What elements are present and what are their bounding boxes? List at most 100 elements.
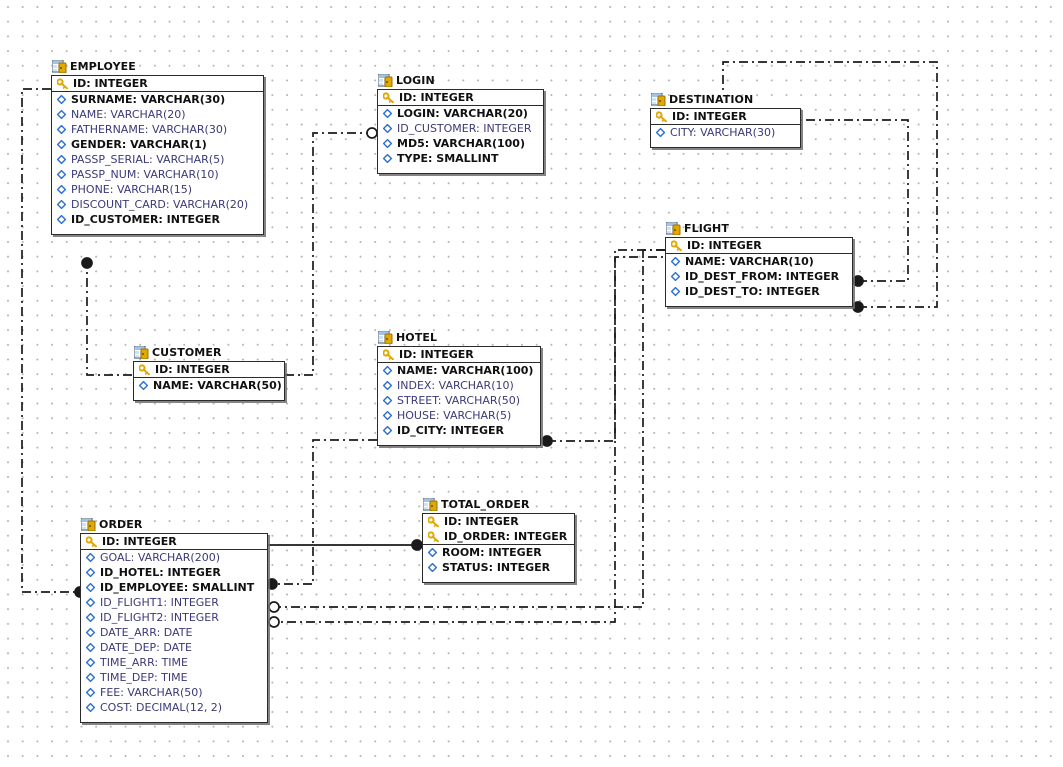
attribute-row[interactable]: GENDER: VARCHAR(1) — [52, 137, 263, 152]
attribute-group: NAME: VARCHAR(50) — [134, 378, 284, 400]
key-icon — [656, 111, 667, 122]
attribute-row[interactable]: NAME: VARCHAR(10) — [666, 254, 852, 269]
attribute-label: ID_ORDER: INTEGER — [444, 530, 568, 543]
diamond-icon — [383, 139, 392, 148]
attribute-group: NAME: VARCHAR(100) INDEX: VARCHAR(10)STRE… — [378, 363, 540, 445]
attribute-row[interactable]: NAME: VARCHAR(20) — [52, 107, 263, 122]
attribute-row[interactable]: PHONE: VARCHAR(15) — [52, 182, 263, 197]
attribute-label: ID_DEST_FROM: INTEGER — [685, 270, 840, 283]
attribute-row[interactable]: LOGIN: VARCHAR(20) — [378, 106, 543, 121]
attribute-row[interactable]: FEE: VARCHAR(50) — [81, 685, 267, 700]
attribute-row[interactable]: NAME: VARCHAR(100) — [378, 363, 540, 378]
primary-key-row[interactable]: ID: INTEGER — [52, 76, 263, 91]
primary-key-row[interactable]: ID: INTEGER — [423, 514, 574, 529]
attribute-label: ID: INTEGER — [444, 515, 519, 528]
relationship-employee-to-customer[interactable] — [86, 259, 133, 376]
relationship-hotel-id-city-to-destination[interactable] — [547, 256, 665, 442]
table-icon — [134, 346, 149, 359]
attribute-label: ID: INTEGER — [102, 535, 177, 548]
diamond-icon — [428, 548, 437, 557]
primary-key-row[interactable]: ID: INTEGER — [134, 362, 284, 377]
relationship-hotel-to-order-id-hotel[interactable] — [268, 439, 377, 585]
attribute-label: NAME: VARCHAR(20) — [71, 108, 186, 121]
attribute-row[interactable]: STATUS: INTEGER — [423, 560, 574, 575]
attribute-row[interactable]: TIME_DEP: TIME — [81, 670, 267, 685]
primary-key-row[interactable]: ID: INTEGER — [81, 534, 267, 549]
diamond-icon — [671, 272, 680, 281]
attribute-row[interactable]: FATHERNAME: VARCHAR(30) — [52, 122, 263, 137]
attribute-row[interactable]: PASSP_SERIAL: VARCHAR(5) — [52, 152, 263, 167]
primary-key-row[interactable]: ID: INTEGER — [666, 238, 852, 253]
attribute-row[interactable]: TIME_ARR: TIME — [81, 655, 267, 670]
attribute-row[interactable]: CITY: VARCHAR(30) — [651, 125, 800, 140]
attribute-row[interactable]: PASSP_NUM: VARCHAR(10) — [52, 167, 263, 182]
attribute-label: MD5: VARCHAR(100) — [397, 137, 525, 150]
attribute-row[interactable]: ID_CITY: INTEGER — [378, 423, 540, 438]
endpoint-optional-marker — [268, 601, 280, 613]
attribute-label: INDEX: VARCHAR(10) — [397, 379, 514, 392]
diamond-icon — [86, 553, 95, 562]
attribute-row[interactable]: DISCOUNT_CARD: VARCHAR(20) — [52, 197, 263, 212]
relationship-customer-to-login-id-customer[interactable] — [285, 132, 372, 376]
attribute-label: TYPE: SMALLINT — [397, 152, 499, 165]
attribute-row[interactable]: MD5: VARCHAR(100) — [378, 136, 543, 151]
attribute-label: GENDER: VARCHAR(1) — [71, 138, 207, 151]
key-icon — [139, 364, 150, 375]
entity-header: DESTINATION — [650, 92, 801, 107]
attribute-row[interactable]: INDEX: VARCHAR(10) — [378, 378, 540, 393]
attribute-row[interactable]: ROOM: INTEGER — [423, 545, 574, 560]
diamond-icon — [86, 568, 95, 577]
attribute-row[interactable]: ID_HOTEL: INTEGER — [81, 565, 267, 580]
entity-header: ORDER — [80, 517, 268, 532]
attribute-row[interactable]: DATE_DEP: DATE — [81, 640, 267, 655]
attribute-row[interactable]: ID_DEST_FROM: INTEGER — [666, 269, 852, 284]
attribute-row[interactable]: GOAL: VARCHAR(200) — [81, 550, 267, 565]
attribute-row[interactable]: ID_FLIGHT1: INTEGER — [81, 595, 267, 610]
attribute-row[interactable]: NAME: VARCHAR(50) — [134, 378, 284, 393]
attribute-row[interactable]: STREET: VARCHAR(50) — [378, 393, 540, 408]
attribute-row[interactable]: ID_EMPLOYEE: SMALLINT — [81, 580, 267, 595]
attribute-row[interactable]: SURNAME: VARCHAR(30) — [52, 92, 263, 107]
attribute-row[interactable]: ID_FLIGHT2: INTEGER — [81, 610, 267, 625]
attribute-row[interactable]: ID_DEST_TO: INTEGER — [666, 284, 852, 299]
endpoint-mandatory-marker — [266, 578, 278, 590]
attribute-row[interactable]: ID_CUSTOMER: INTEGER — [378, 121, 543, 136]
primary-key-row[interactable]: ID: INTEGER — [651, 109, 800, 124]
endpoint-optional-marker — [268, 616, 280, 628]
attribute-row[interactable]: DATE_ARR: DATE — [81, 625, 267, 640]
attribute-row[interactable]: HOUSE: VARCHAR(5) — [378, 408, 540, 423]
attribute-label: NAME: VARCHAR(100) — [397, 364, 534, 377]
attribute-row[interactable]: COST: DECIMAL(12, 2) — [81, 700, 267, 715]
entity-footer-spacer — [378, 166, 543, 173]
primary-key-row[interactable]: ID: INTEGER — [378, 90, 543, 105]
primary-key-row[interactable]: ID_ORDER: INTEGER — [423, 529, 574, 544]
entity-name: DESTINATION — [669, 92, 754, 106]
entity-name: TOTAL_ORDER — [441, 497, 530, 511]
diamond-icon — [383, 366, 392, 375]
attribute-row[interactable]: ID_CUSTOMER: INTEGER — [52, 212, 263, 227]
entity-order[interactable]: ORDER ID: INTEGER GOAL: VARCHAR(200)ID_HOT… — [80, 517, 268, 723]
diamond-icon — [383, 381, 392, 390]
diamond-icon — [383, 154, 392, 163]
attribute-label: ID_EMPLOYEE: SMALLINT — [100, 581, 255, 594]
entity-body: ID: INTEGER ID_ORDER: INTEGER ROOM: INTEGE… — [422, 513, 575, 583]
entity-footer-spacer — [666, 299, 852, 306]
entity-total-order[interactable]: TOTAL_ORDER ID: INTEGER ID_ORDER: INTEGER R… — [422, 497, 575, 583]
diamond-icon — [86, 658, 95, 667]
attribute-row[interactable]: TYPE: SMALLINT — [378, 151, 543, 166]
entity-header: CUSTOMER — [133, 345, 285, 360]
diamond-icon — [86, 688, 95, 697]
key-icon — [428, 516, 439, 527]
primary-key-row[interactable]: ID: INTEGER — [378, 347, 540, 362]
entity-name: ORDER — [99, 517, 143, 531]
